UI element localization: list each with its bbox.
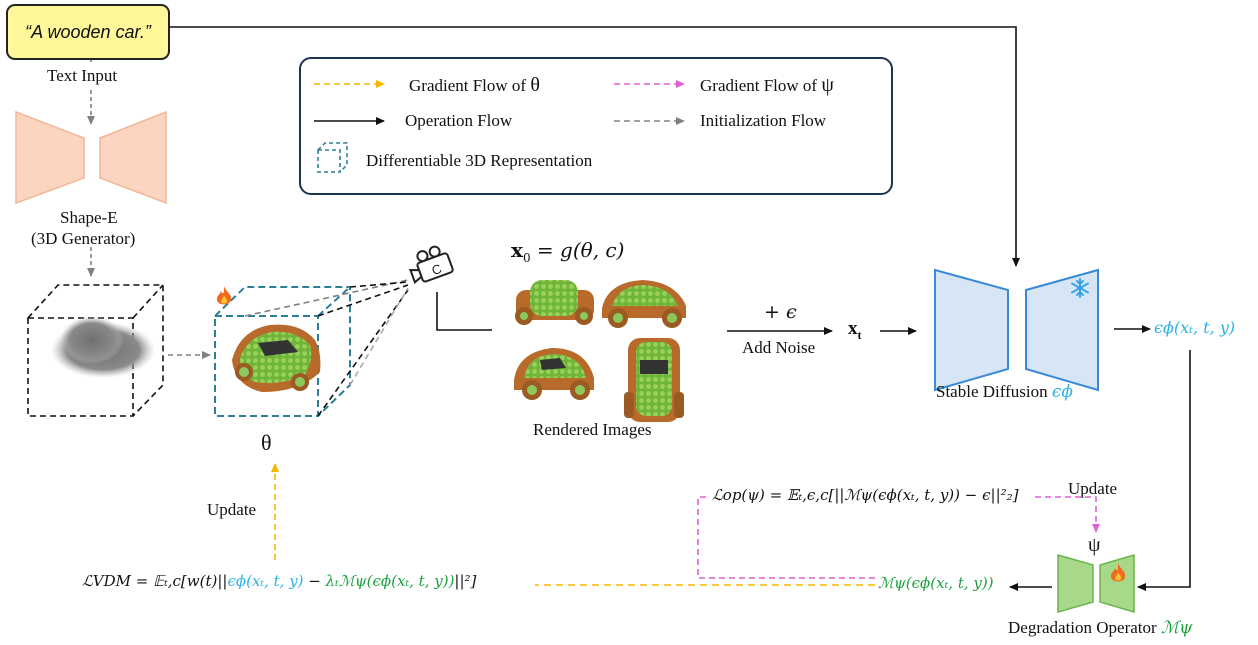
xt-sub: t [857,327,862,342]
l-vdm-minus: − [303,572,326,590]
degradation-operator-symbol: ℳψ [1160,618,1193,638]
legend-theta-symbol: θ [530,74,540,96]
l-vdm-prefix: ℒVDM = 𝔼ₜ,c[w(t)|| [82,572,228,590]
l-vdm-green-term: λₜℳψ(ϵϕ(xₜ, t, y)) [325,572,455,590]
theta-label: θ [261,430,272,455]
xt-main: x [848,318,858,339]
camera-icon: C [409,245,454,284]
l-vdm-suffix: ||²] [454,572,477,590]
initial-shape-cube [27,284,164,417]
camera-rays [244,279,409,417]
wooden-car-image [232,324,321,392]
shape-e-sublabel: (3D Generator) [31,229,136,248]
rendered-images-label: Rendered Images [533,420,652,439]
plus-epsilon-label: + ϵ [764,301,797,323]
stable-diffusion-text: Stable Diffusion [936,382,1048,401]
render-connector [436,292,492,331]
stable-diffusion-icon [934,268,1099,392]
x0-formula: x0 = g(θ, c) [511,238,624,265]
l-vdm-formula: ℒVDM = 𝔼ₜ,c[w(t)||ϵϕ(xₜ, t, y) − λₜℳψ(ϵϕ… [82,572,476,590]
degradation-operator-icon [1057,553,1135,614]
stable-diffusion-symbol: ϵϕ [1051,382,1073,402]
psi-label: ψ [1088,534,1101,556]
m-psi-output-label: ℳψ(ϵϕ(xₜ, t, y)) [878,574,994,592]
prompt-to-diffusion-arrow [170,26,1020,267]
update-right-label: Update [1068,479,1118,498]
add-noise-label: Add Noise [742,338,816,357]
output-to-degradation-arrow [1137,350,1191,591]
shape-e-generator-icon [15,110,167,205]
shape-e-label: Shape-E [60,208,118,227]
theta-gradient-flow [271,463,875,586]
snowflake-icon [1071,278,1089,298]
prompt-text: “A wooden car.” [25,21,151,42]
legend-gradient-psi: Gradient Flow of ψ [700,74,834,97]
update-left-label: Update [207,500,257,519]
legend-gradient-theta-text: Gradient Flow of [409,76,527,95]
legend-initialization-flow: Initialization Flow [700,111,827,130]
x0-rest: = g(θ, c) [530,238,625,262]
x0-sub: 0 [522,251,531,265]
rendered-images [514,280,686,422]
differentiable-3d-cube [214,286,351,417]
legend-box [299,57,893,195]
legend-diff3d: Differentiable 3D Representation [366,151,593,170]
degradation-operator-text: Degradation Operator [1008,618,1157,637]
fire-icon [216,286,232,305]
xt-label: xt [848,318,862,343]
stable-diffusion-label: Stable Diffusion ϵϕ [936,382,1073,402]
x0-var: x [511,238,523,262]
psi-gradient-flow [697,496,1100,579]
degradation-operator-label: Degradation Operator ℳψ [1008,618,1192,638]
legend-samples [314,80,685,173]
l-op-formula: ℒop(ψ) = 𝔼ₜ,ϵ,c[||ℳψ(ϵϕ(xₜ, t, y)) − ϵ||… [712,486,1019,504]
legend-operation-flow: Operation Flow [405,111,513,130]
text-input-label: Text Input [47,66,118,85]
l-vdm-cyan-term: ϵϕ(xₜ, t, y) [227,572,304,590]
epsilon-output-label: ϵϕ(xₜ, t, y) [1154,318,1236,337]
legend-gradient-theta: Gradient Flow of θ [409,74,540,97]
legend-gradient-psi-text: Gradient Flow of [700,76,818,95]
fire-icon-degradation [1110,563,1126,582]
prompt-box: “A wooden car.” [6,4,170,60]
legend-psi-symbol: ψ [821,74,834,96]
